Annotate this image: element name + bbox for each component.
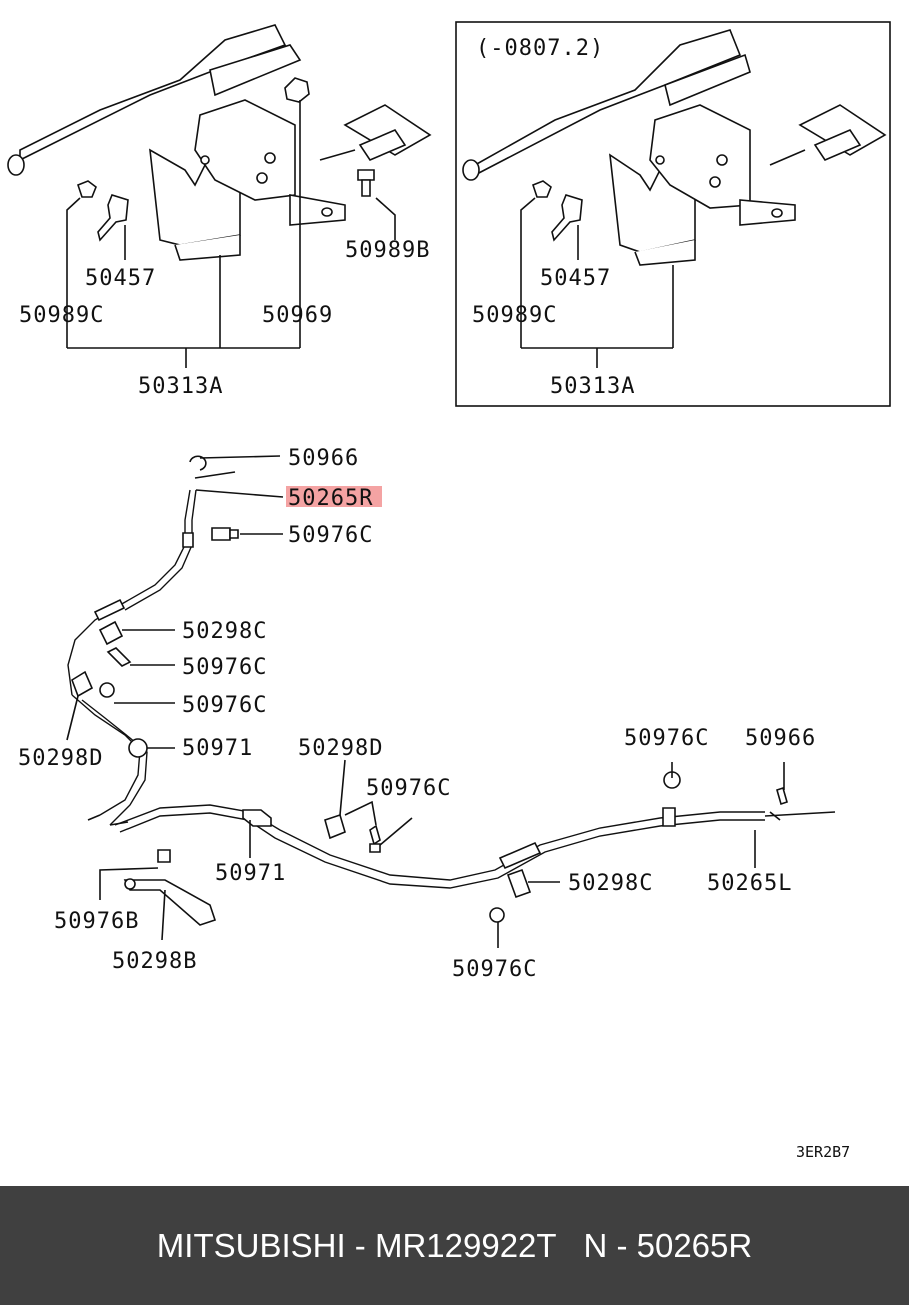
label-50976c-1: 50976C — [288, 523, 373, 548]
label-50976c-6: 50976C — [452, 957, 537, 982]
label-50976c-2: 50976C — [182, 655, 267, 680]
label-50298d-left: 50298D — [18, 746, 103, 771]
label-50457-b: 50457 — [540, 266, 611, 291]
label-50989c-a: 50989C — [19, 303, 104, 328]
label-50989b: 50989B — [345, 238, 430, 263]
label-50976c-3: 50976C — [182, 693, 267, 718]
variant-frame — [455, 21, 891, 407]
label-50298c-2: 50298C — [568, 871, 653, 896]
label-50313a-b: 50313A — [550, 374, 635, 399]
label-50969: 50969 — [262, 303, 333, 328]
label-50976b: 50976B — [54, 909, 139, 934]
label-50971-b: 50971 — [215, 861, 286, 886]
label-50966-b: 50966 — [745, 726, 816, 751]
label-date-range: (-0807.2) — [476, 36, 604, 61]
label-50298d-mid: 50298D — [298, 736, 383, 761]
label-50313a-a: 50313A — [138, 374, 223, 399]
label-50298c-1: 50298C — [182, 619, 267, 644]
label-50265r: 50265R — [288, 486, 373, 511]
parking-brake-lever-assembly-left — [7, 24, 432, 368]
part-caption-bar: MITSUBISHI - MR129922T N - 50265R — [0, 1186, 909, 1305]
label-50976c-5: 50976C — [624, 726, 709, 751]
label-50265l: 50265L — [707, 871, 792, 896]
cable-left-assembly — [99, 759, 836, 948]
parking-brake-lever-assembly-right — [462, 29, 887, 368]
label-50457-a: 50457 — [85, 266, 156, 291]
label-50966-a: 50966 — [288, 446, 359, 471]
parts-diagram: 50457 50989C 50969 50989B 50313A (-0807.… — [7, 21, 891, 1161]
label-50298b: 50298B — [112, 949, 197, 974]
part-caption: MITSUBISHI - MR129922T N - 50265R — [156, 1226, 753, 1264]
label-50971-a: 50971 — [182, 736, 253, 761]
highlight-50265r — [286, 486, 382, 507]
label-50976c-4: 50976C — [366, 776, 451, 801]
diagram-code: 3ER2B7 — [796, 1143, 850, 1161]
cable-right-assembly — [66, 455, 284, 826]
label-50989c-b: 50989C — [472, 303, 557, 328]
